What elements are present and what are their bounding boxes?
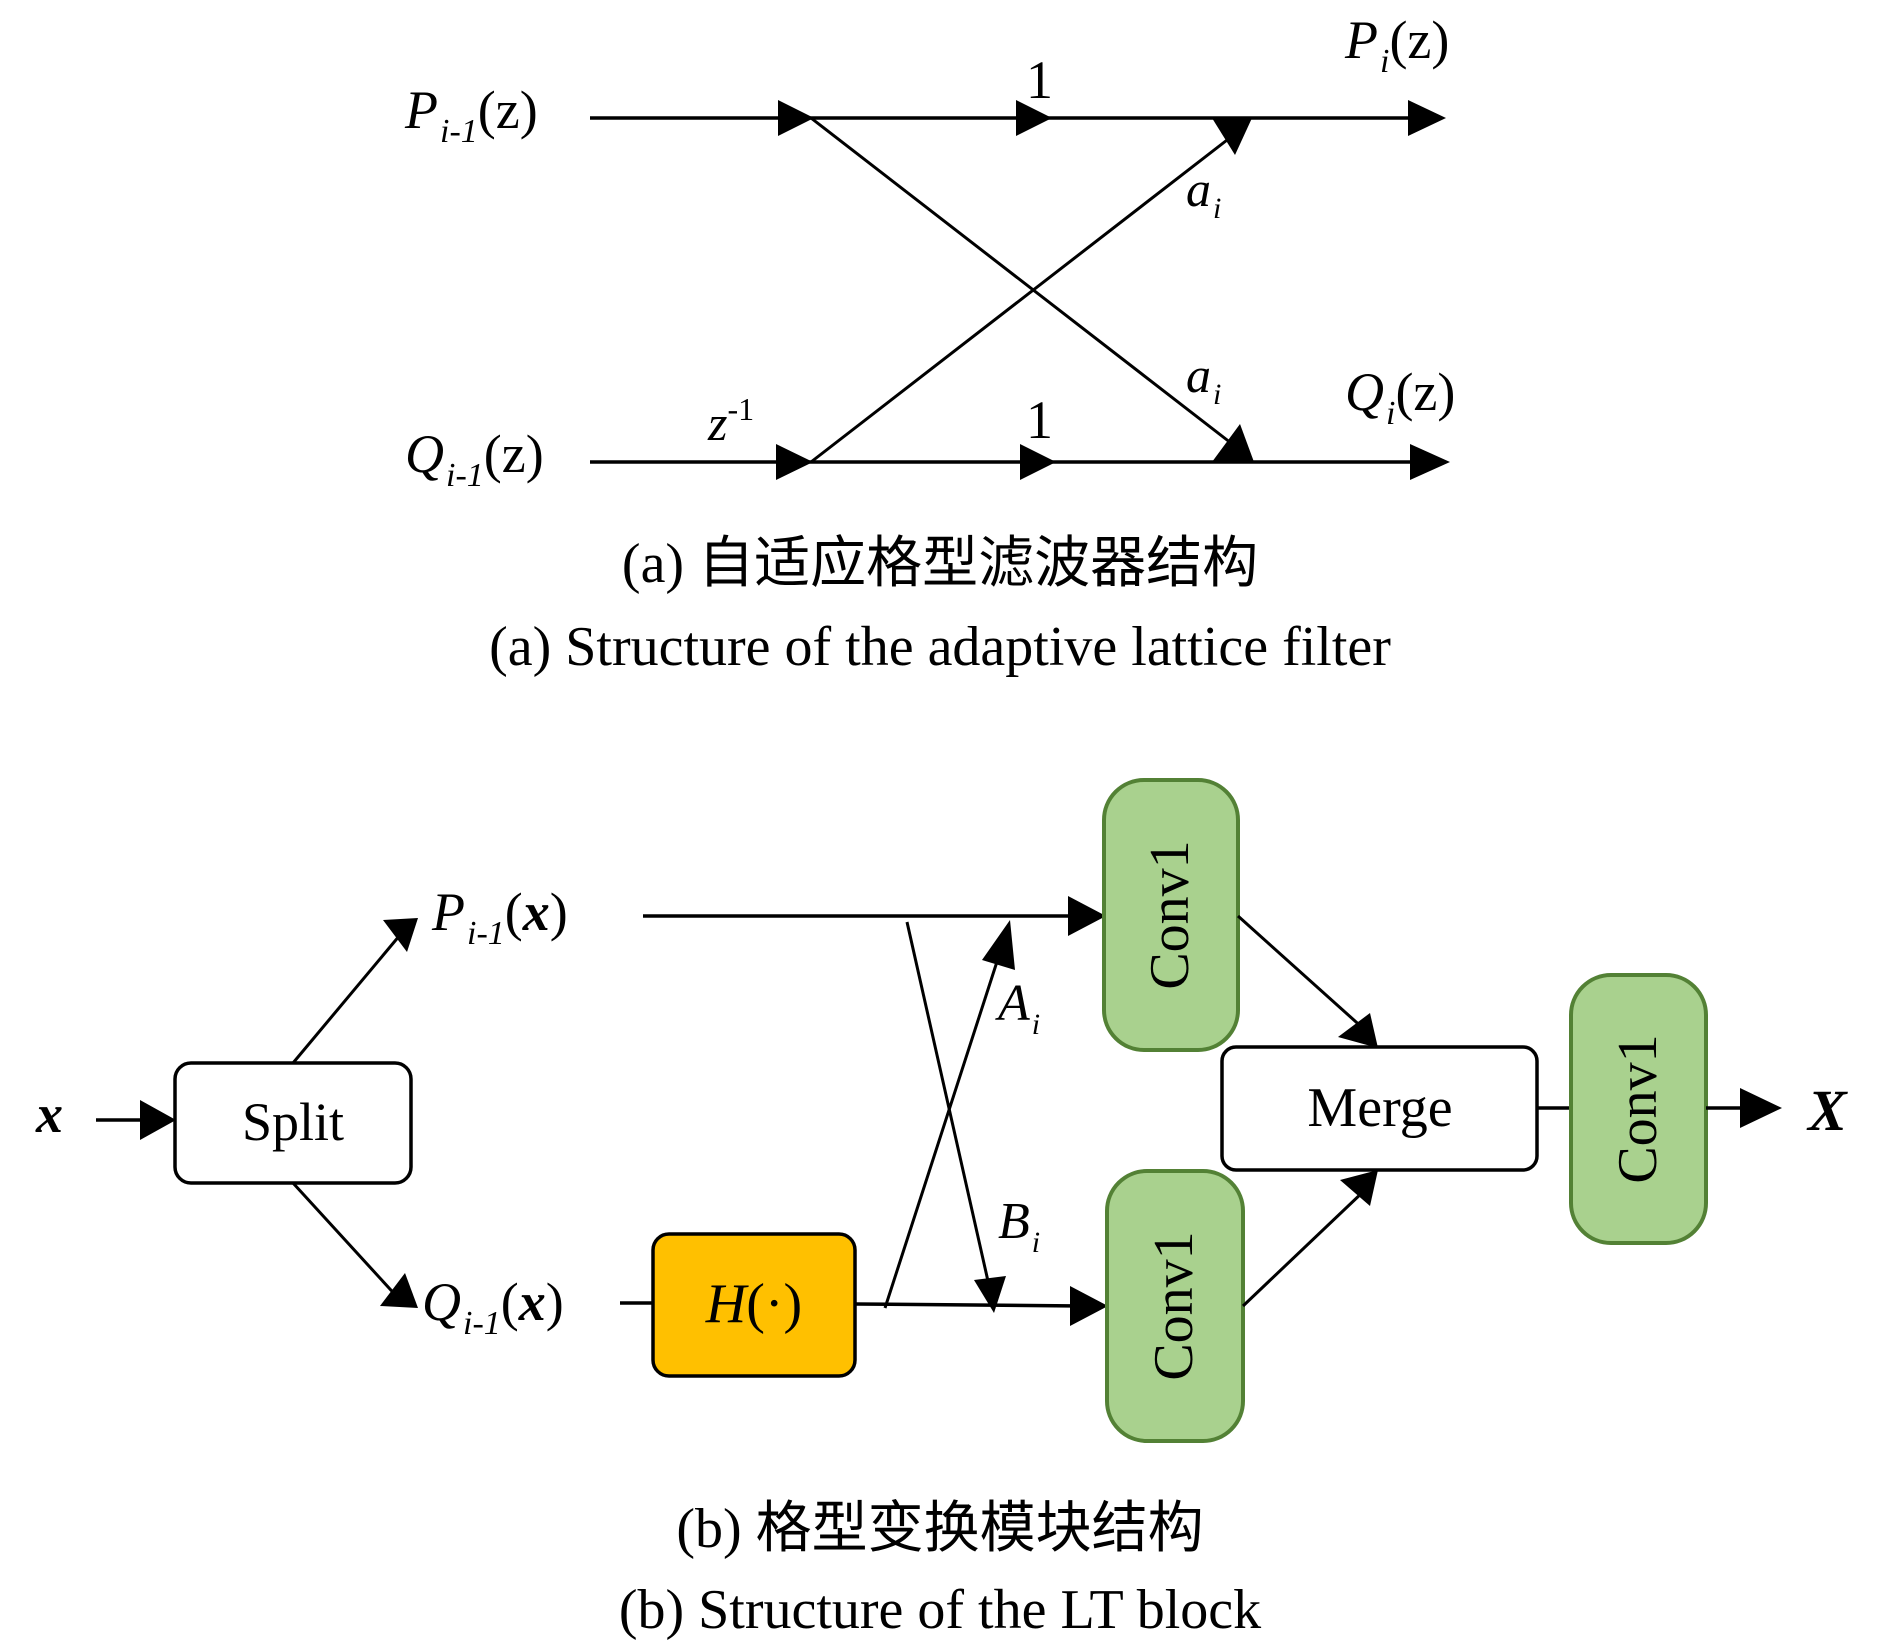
cross-line-up (883, 939, 1006, 1309)
branch-top-label: Pi-1(x) (431, 882, 568, 952)
caption-b-zh: (b) 格型变换模块结构 (676, 1498, 1203, 1560)
coef-up-label: ai (1186, 161, 1221, 225)
conv-bottom-to-merge-arrowhead (1340, 1170, 1378, 1206)
input-top-label: Pi-1(z) (404, 80, 538, 150)
panel-a-lattice-filter: Pi-1(z) Qi-1(z) Pi(z) Qi(z) 1 1 z-1 ai a… (404, 10, 1455, 678)
split-down-arrowhead (380, 1273, 418, 1308)
output-arrowhead (1740, 1088, 1782, 1128)
merge-label: Merge (1307, 1077, 1452, 1139)
conv-top-label: Conv1 (1139, 840, 1201, 989)
cross-down-line (810, 116, 1241, 452)
cross-up-arrowhead (1212, 118, 1252, 155)
branch-bottom-label: Qi-1(x) (422, 1272, 564, 1342)
bottom-path-line (854, 1302, 1083, 1308)
bottom-gain-arrowhead (1020, 444, 1056, 480)
coef-a-label: Ai (995, 975, 1040, 1041)
split-up-line (291, 934, 402, 1064)
conv-bottom-label: Conv1 (1143, 1231, 1205, 1380)
bottom-output-arrowhead (1410, 444, 1450, 480)
caption-b-en: (b) Structure of the LT block (619, 1579, 1261, 1641)
coef-down-label: ai (1186, 347, 1221, 411)
caption-a-zh: (a) 自适应格型滤波器结构 (622, 533, 1258, 595)
input-x-label: x (35, 1084, 63, 1144)
input-bottom-label: Qi-1(z) (405, 424, 544, 494)
split-up-arrowhead (383, 918, 418, 952)
panel-b-lt-block: x Split Pi-1(x) Qi-1(x) H(·) Ai Bi Conv1 (35, 778, 1848, 1641)
top-gain-arrowhead (1016, 100, 1052, 136)
top-output-arrowhead (1408, 100, 1446, 136)
coef-b-label: Bi (998, 1193, 1040, 1259)
conv-top-to-merge-arrowhead (1338, 1013, 1378, 1048)
h-block-label: H(·) (705, 1273, 802, 1335)
bottom-path-arrowhead (1070, 1286, 1108, 1326)
conv-bottom-to-merge-line (1241, 1188, 1367, 1308)
conv-top-to-merge-line (1236, 914, 1367, 1032)
conv-top-block (1102, 778, 1240, 1052)
gain-top-label: 1 (1026, 50, 1053, 110)
conv-out-label: Conv1 (1607, 1034, 1669, 1183)
input-arrowhead (140, 1100, 176, 1140)
cross-down-arrowhead (1212, 424, 1254, 462)
output-top-label: Pi(z) (1344, 10, 1449, 80)
gain-bottom-label: 1 (1026, 390, 1053, 450)
cross-up-arrowhead (982, 920, 1015, 970)
split-label: Split (242, 1092, 344, 1152)
delay-label: z-1 (707, 391, 754, 451)
cross-line-down (905, 921, 992, 1291)
split-down-line (291, 1181, 402, 1302)
output-bottom-label: Qi(z) (1345, 362, 1455, 432)
cross-down-arrowhead (974, 1276, 1006, 1313)
top-path-arrowhead (1068, 896, 1106, 936)
cross-up-line (810, 128, 1241, 464)
bottom-delay-arrowhead (776, 444, 813, 480)
top-input-arrowhead (778, 100, 814, 136)
output-x-label: X (1806, 1078, 1848, 1143)
caption-a-en: (a) Structure of the adaptive lattice fi… (489, 616, 1391, 678)
